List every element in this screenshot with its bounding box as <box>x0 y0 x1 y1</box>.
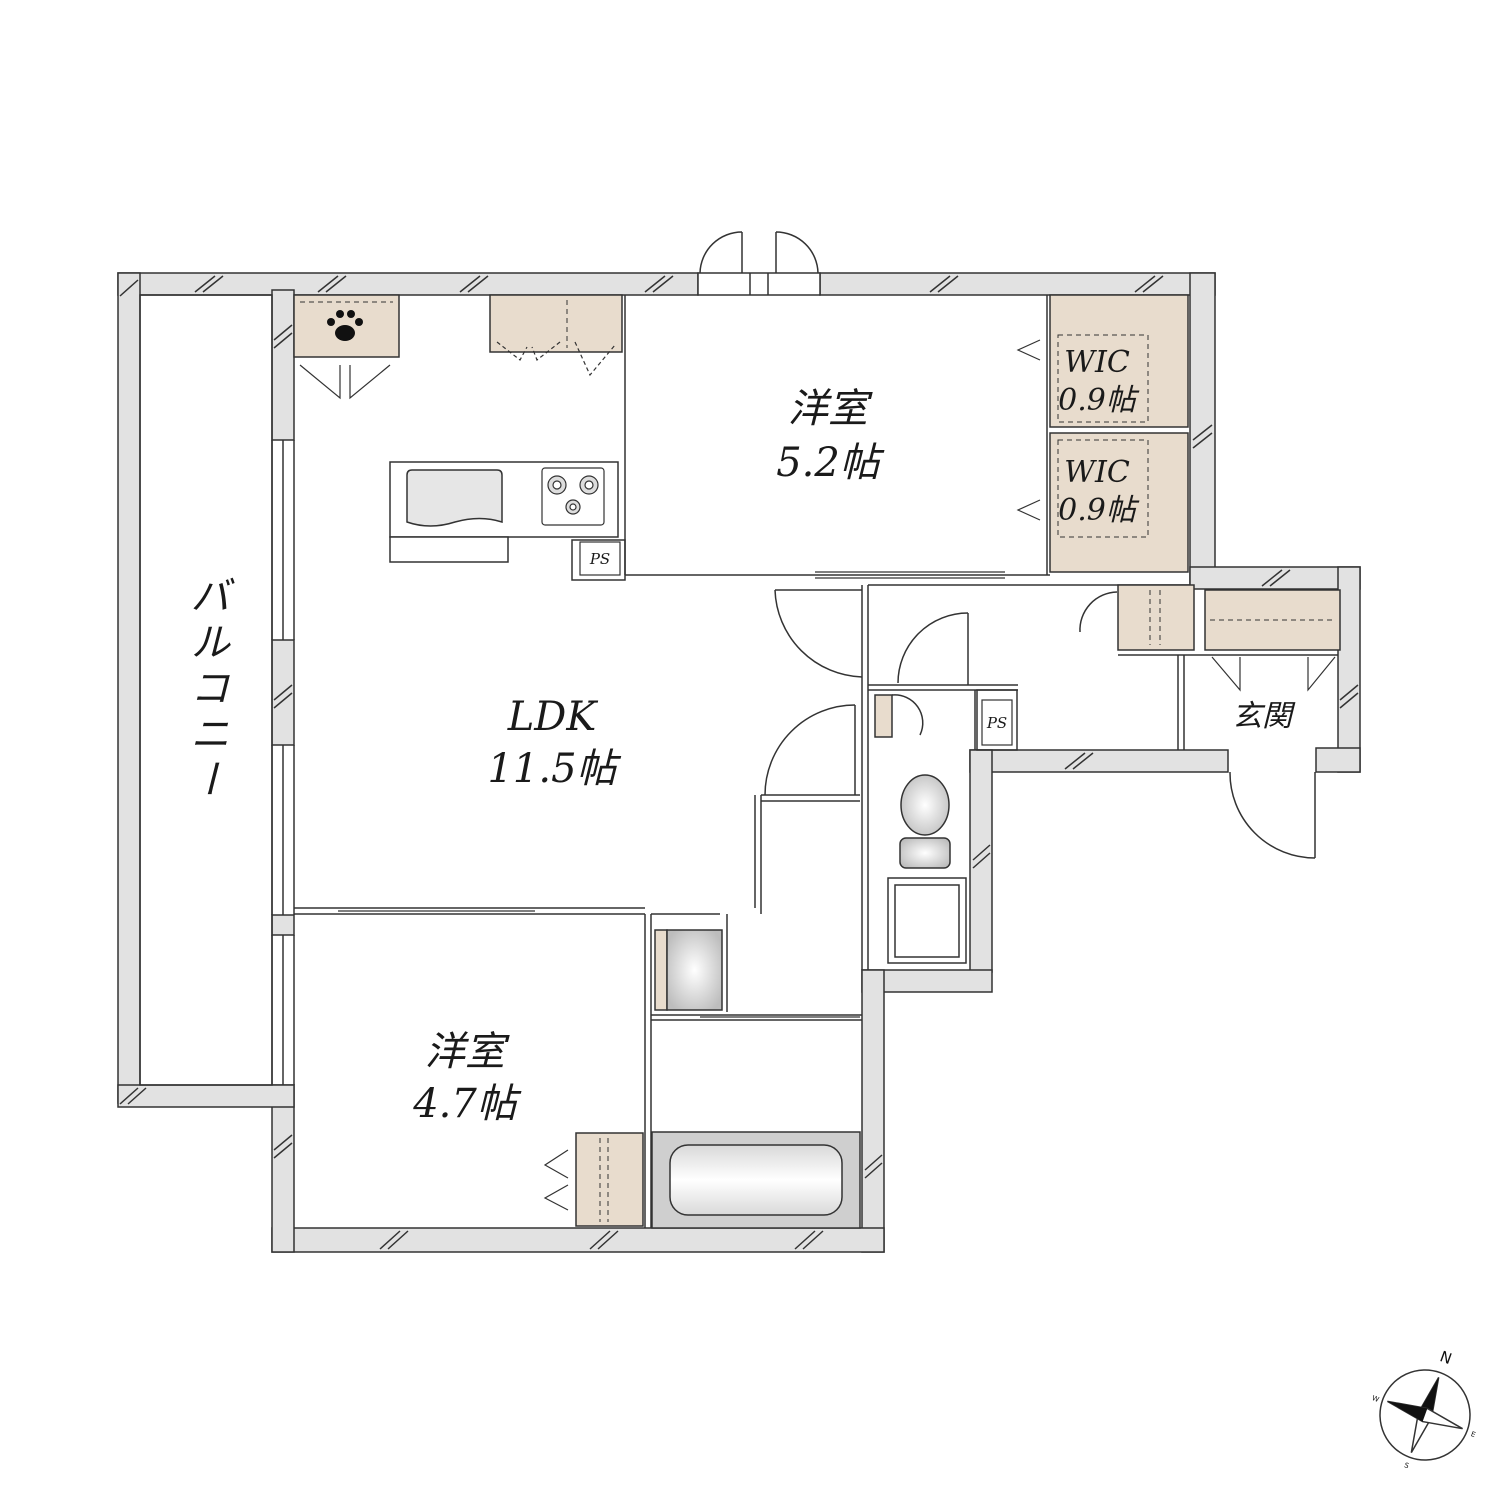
washbasin-unit <box>666 877 967 1011</box>
bathtub-icon <box>651 1131 861 1229</box>
ldk-size: 11.5帖 <box>487 746 621 792</box>
ldk-name: LDK <box>507 694 599 740</box>
wall-hatch-marks <box>119 275 1359 1250</box>
wic-2-name: WIC <box>1064 455 1130 490</box>
sliding-doors <box>338 571 1005 1018</box>
room-labels: 洋室 5.2帖 LDK 11.5帖 洋室 4.7帖 WIC 0.9帖 WIC 0… <box>183 345 1296 1127</box>
pet-paw-icon <box>327 310 363 341</box>
ps-label-2: PS <box>986 714 1007 732</box>
cabinet-door-swings <box>299 339 1336 1211</box>
gas-stove-icon <box>541 467 605 526</box>
compass-icon: N E S W <box>1371 1347 1477 1470</box>
compass-east: E <box>1470 1430 1477 1439</box>
wic-1-size: 0.9帖 <box>1058 383 1140 418</box>
balcony-name: バルコニー <box>183 575 229 805</box>
door-swings <box>764 589 1316 859</box>
toilet-icon <box>899 774 951 869</box>
storage-units <box>293 294 1341 1227</box>
western-room-1-name: 洋室 <box>788 386 873 432</box>
western-room-2-size: 4.7帖 <box>412 1081 522 1127</box>
western-room-2-name: 洋室 <box>425 1029 510 1075</box>
wic-1-name: WIC <box>1064 345 1130 380</box>
wic-2-size: 0.9帖 <box>1058 493 1140 528</box>
compass-south: S <box>1403 1461 1410 1470</box>
ps-label-1: PS <box>589 550 610 568</box>
storage-details <box>300 300 1335 1222</box>
balcony-outline <box>139 294 295 1086</box>
top-window-doors <box>697 231 821 296</box>
interior-walls <box>294 295 1338 1228</box>
ps-boxes <box>579 541 1013 746</box>
entrance-name: 玄関 <box>1232 699 1296 734</box>
western-room-1-size: 5.2帖 <box>776 440 885 486</box>
compass-north: N <box>1438 1347 1455 1368</box>
compass-west: W <box>1371 1394 1380 1404</box>
